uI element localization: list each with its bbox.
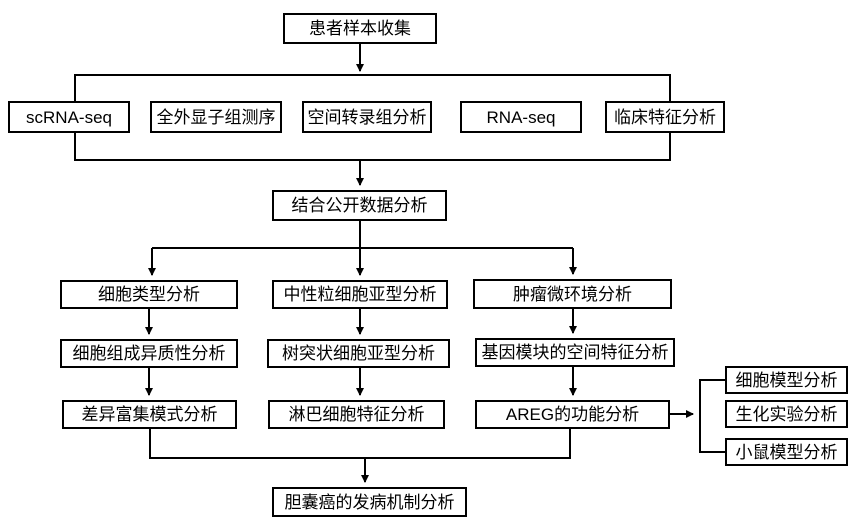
node-areg-function: AREG的功能分析 [475,400,670,429]
node-mouse-model-analysis: 小鼠模型分析 [725,438,848,466]
node-cell-composition-heterogeneity: 细胞组成异质性分析 [60,339,238,368]
node-neutrophil-subtype: 中性粒细胞亚型分析 [272,280,448,309]
node-spatial-transcriptomics: 空间转录组分析 [302,101,432,133]
node-tumor-microenvironment: 肿瘤微环境分析 [473,279,672,309]
node-lymphocyte-features: 淋巴细胞特征分析 [268,400,445,429]
node-gallbladder-cancer-pathogenesis: 胆囊癌的发病机制分析 [272,487,467,517]
node-differential-enrichment-pattern: 差异富集模式分析 [62,400,237,429]
node-cell-type-analysis: 细胞类型分析 [60,280,238,309]
node-rna-seq: RNA-seq [460,101,582,133]
node-biochemical-experiment-analysis: 生化实验分析 [725,400,848,428]
node-gene-module-spatial-features: 基因模块的空间特征分析 [475,338,675,367]
node-clinical-features: 临床特征分析 [605,101,725,133]
connector-converge-bar [149,429,571,459]
node-scrna-seq: scRNA-seq [8,101,130,133]
connector-right-bracket [699,379,725,453]
node-combine-public-data: 结合公开数据分析 [272,190,447,221]
node-patient-sample-collection: 患者样本收集 [283,13,437,44]
node-dendritic-cell-subtype: 树突状细胞亚型分析 [267,339,450,368]
node-cell-model-analysis: 细胞模型分析 [725,366,848,394]
node-whole-exome-sequencing: 全外显子组测序 [150,101,282,133]
